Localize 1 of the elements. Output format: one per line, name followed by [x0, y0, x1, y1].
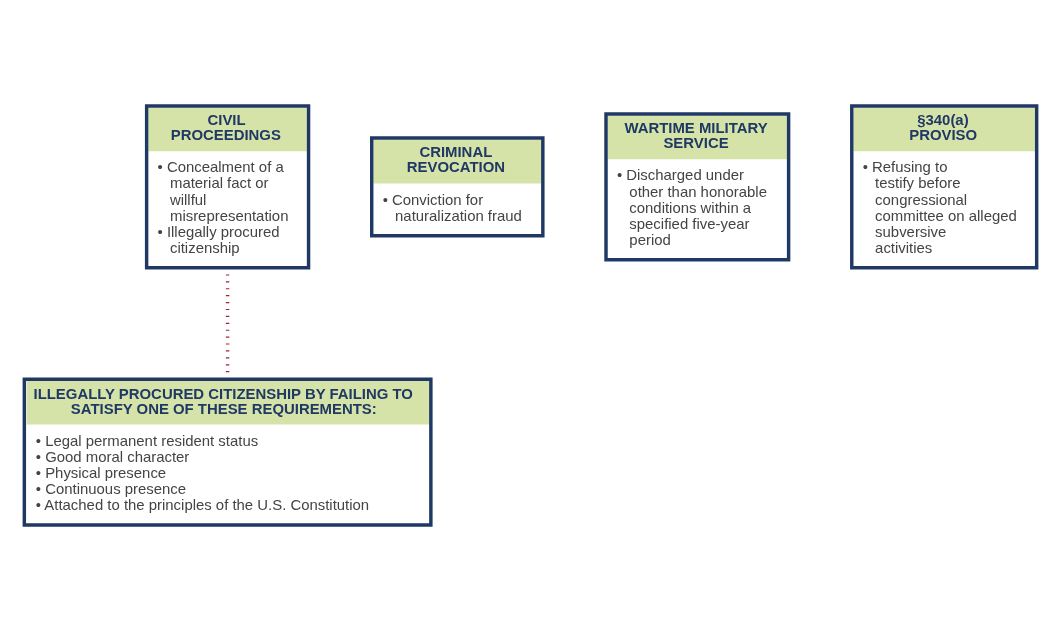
connector — [225, 274, 230, 373]
